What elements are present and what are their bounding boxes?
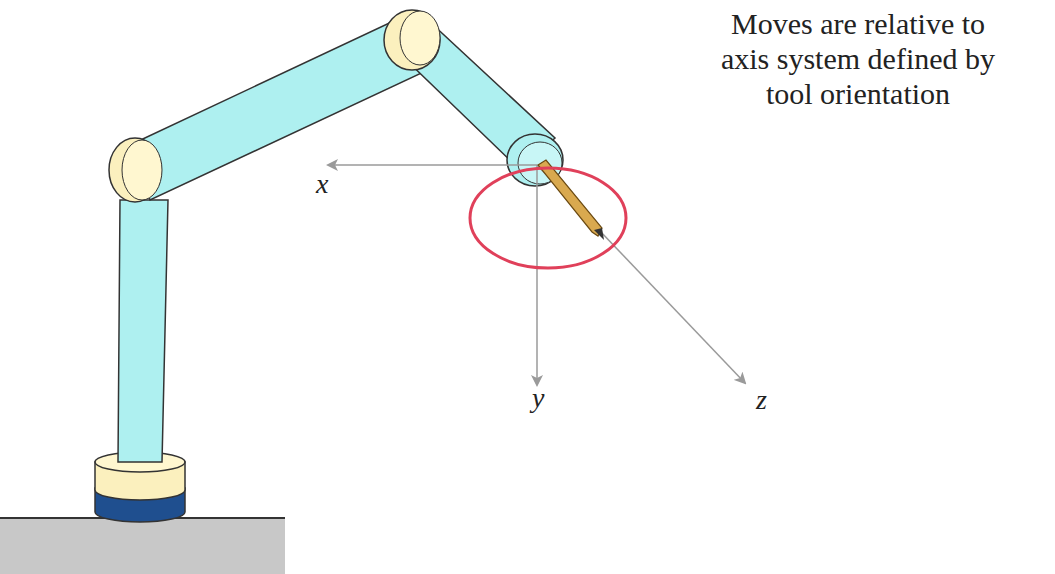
lower-link xyxy=(118,200,168,462)
axis-label: y xyxy=(532,382,544,414)
axis-label: z xyxy=(756,384,767,416)
x-axis xyxy=(328,164,537,166)
highlight-circle xyxy=(470,168,626,268)
ground xyxy=(0,518,285,574)
elbow-joint xyxy=(384,10,440,70)
shoulder-joint xyxy=(109,138,161,202)
upper-arm xyxy=(130,18,428,200)
y-axis xyxy=(536,165,538,385)
axis-label: x xyxy=(316,168,328,200)
note-text: Moves are relative to axis system define… xyxy=(708,6,1008,111)
